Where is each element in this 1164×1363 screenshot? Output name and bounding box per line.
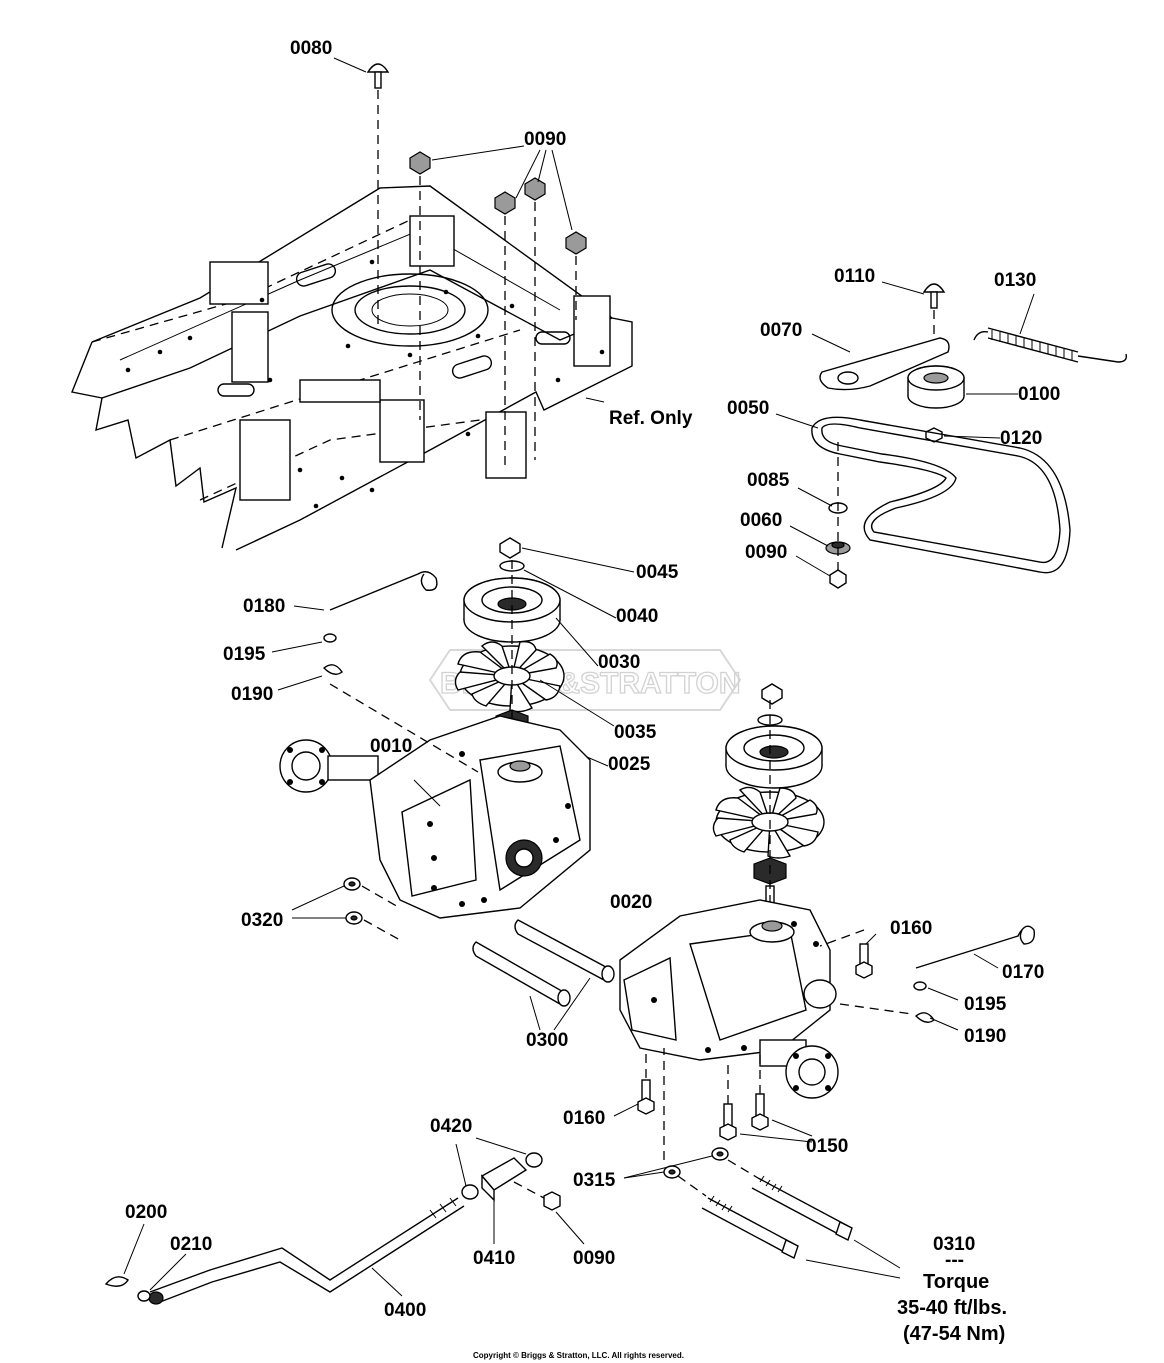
label-0300: 0300 <box>526 1030 568 1051</box>
label-0045: 0045 <box>636 562 679 583</box>
torque-title: Torque <box>923 1271 989 1293</box>
label-0190-right: 0190 <box>964 1026 1006 1047</box>
label-0200: 0200 <box>125 1202 167 1223</box>
shift-linkage <box>104 1137 585 1305</box>
label-0090-idler: 0090 <box>745 542 787 563</box>
bolts-0310 <box>623 1048 901 1279</box>
label-0170: 0170 <box>1002 962 1044 983</box>
bolts-0150 <box>719 1054 813 1143</box>
belt <box>811 416 1071 574</box>
label-0410: 0410 <box>473 1248 515 1269</box>
label-0070: 0070 <box>760 320 802 341</box>
label-0080: 0080 <box>290 38 332 59</box>
fan <box>454 640 565 713</box>
left-pulley-stack <box>454 537 635 767</box>
label-0085: 0085 <box>747 470 790 491</box>
label-0110: 0110 <box>834 266 875 287</box>
label-0025: 0025 <box>608 754 651 775</box>
bypass-rod-right <box>839 925 1035 1031</box>
label-0195-right: 0195 <box>964 994 1007 1015</box>
torque-part-label: 0310 <box>933 1234 975 1255</box>
transaxle-right <box>619 899 839 1099</box>
label-0180: 0180 <box>243 596 285 617</box>
label-0090-bottom: 0090 <box>573 1248 615 1269</box>
spacer-tubes <box>472 919 615 1031</box>
idler-assembly <box>775 281 1128 589</box>
torque-separator: --- <box>945 1250 964 1271</box>
label-0010: 0010 <box>370 736 412 757</box>
copyright-text: Copyright © Briggs & Stratton, LLC. All … <box>473 1351 684 1360</box>
label-0160-bottom: 0160 <box>563 1108 605 1129</box>
label-0210: 0210 <box>170 1234 212 1255</box>
label-0100: 0100 <box>1018 384 1060 405</box>
label-0160-right: 0160 <box>890 918 932 939</box>
label-0120: 0120 <box>1000 428 1042 449</box>
label-0190-left: 0190 <box>231 684 273 705</box>
bolt-0160-right <box>819 929 877 979</box>
frame-hardware <box>333 57 587 470</box>
label-0320: 0320 <box>241 910 283 931</box>
torque-note: 0310 --- Torque 35-40 ft/lbs. (47-54 Nm) <box>897 1234 1007 1345</box>
part-labels: 0080 0090 0110 0130 0070 0100 0050 0120 … <box>125 38 1060 1321</box>
label-0130: 0130 <box>994 270 1036 291</box>
bypass-rod-left <box>271 571 479 773</box>
torque-value-imperial: 35-40 ft/lbs. <box>897 1297 1007 1319</box>
label-0060: 0060 <box>740 510 782 531</box>
label-0050: 0050 <box>727 398 769 419</box>
fan <box>712 786 825 859</box>
transaxle-left <box>279 715 591 919</box>
label-0195-left: 0195 <box>223 644 266 665</box>
bolt-0160-bottom <box>613 1048 655 1117</box>
washers-0320 <box>291 877 401 941</box>
ref-only-note: Ref. Only <box>609 408 693 429</box>
label-0035: 0035 <box>614 722 657 743</box>
label-0030: 0030 <box>598 652 640 673</box>
label-0020: 0020 <box>610 892 652 913</box>
label-0150: 0150 <box>806 1136 848 1157</box>
label-0400: 0400 <box>384 1300 426 1321</box>
label-0315: 0315 <box>573 1170 616 1191</box>
right-pulley-stack <box>712 683 825 914</box>
label-0420: 0420 <box>430 1116 472 1137</box>
spring <box>973 327 1128 363</box>
label-0090-top: 0090 <box>524 129 566 150</box>
torque-value-metric: (47-54 Nm) <box>903 1323 1005 1345</box>
label-0040: 0040 <box>616 606 658 627</box>
frame-ref: Ref. Only <box>71 185 693 551</box>
